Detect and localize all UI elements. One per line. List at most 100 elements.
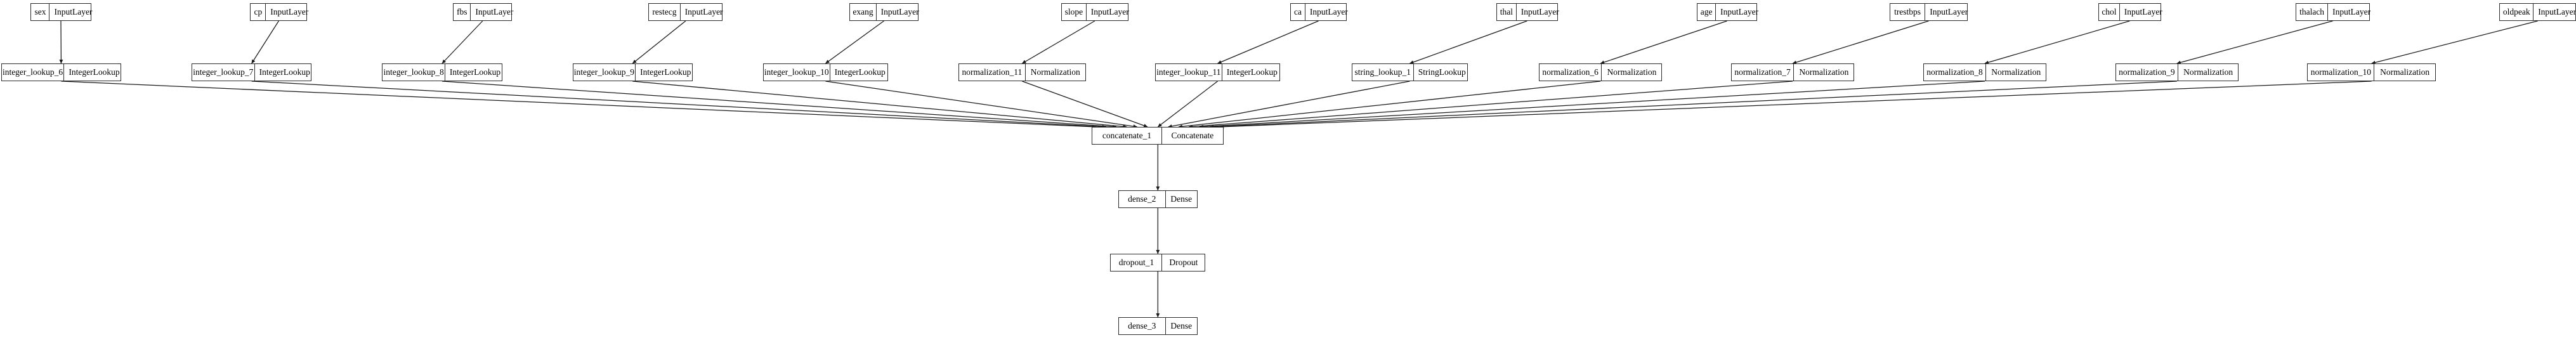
edge-normalization_8-to-concatenate_1	[1199, 81, 1985, 129]
node-name-label: chol	[2099, 4, 2120, 20]
node-name-label: fbs	[454, 4, 471, 20]
node-name-label: integer_lookup_8	[382, 64, 445, 81]
node-class-label: IntegerLookup	[69, 67, 120, 77]
edge-normalization_10-to-concatenate_1	[1219, 81, 2372, 129]
edge-cp-to-integer_lookup_7	[251, 20, 279, 64]
node-class-label: InputLayer	[270, 7, 309, 17]
node-string_lookup_1: string_lookup_1 StringLookup	[1351, 63, 1468, 81]
node-class-label: InputLayer	[1090, 7, 1129, 17]
node-chol: chol InputLayer	[2098, 3, 2162, 21]
edge-normalization_6-to-concatenate_1	[1178, 81, 1601, 129]
node-class-label: Normalization	[2380, 67, 2430, 77]
node-normalization_7: normalization_7 Normalization	[1730, 63, 1855, 81]
edge-integer_lookup_7-to-concatenate_1	[251, 81, 1107, 129]
edge-normalization_7-to-concatenate_1	[1188, 81, 1793, 129]
node-fbs: fbs InputLayer	[453, 3, 513, 21]
node-class-label: InputLayer	[2538, 7, 2576, 17]
node-class-label: InputLayer	[1720, 7, 1759, 17]
node-class-label: Normalization	[1799, 67, 1849, 77]
node-name-label: integer_lookup_11	[1156, 64, 1222, 81]
node-class-label: InputLayer	[2124, 7, 2162, 17]
edge-restecg-to-integer_lookup_9	[632, 20, 686, 64]
edge-thal-to-string_lookup_1	[1409, 20, 1527, 64]
node-integer_lookup_8: integer_lookup_8 IntegerLookup	[382, 63, 502, 81]
node-class-label: InputLayer	[475, 7, 514, 17]
node-name-label: normalization_11	[959, 64, 1026, 81]
node-name-label: slope	[1062, 4, 1087, 20]
node-class-label: Concatenate	[1171, 131, 1214, 141]
node-name-label: normalization_7	[1732, 64, 1795, 81]
node-name-label: trestbps	[1890, 4, 1926, 20]
edge-oldpeak-to-normalization_10	[2371, 20, 2538, 65]
node-normalization_9: normalization_9 Normalization	[2115, 63, 2239, 81]
edge-normalization_9-to-concatenate_1	[1209, 81, 2177, 129]
node-name-label: cp	[251, 4, 266, 20]
edge-trestbps-to-normalization_7	[1792, 20, 1929, 64]
node-name-label: normalization_6	[1540, 64, 1602, 81]
edge-integer_lookup_8-to-concatenate_1	[441, 81, 1117, 129]
node-class-label: InputLayer	[1930, 7, 1968, 17]
node-normalization_11: normalization_11 Normalization	[958, 63, 1086, 81]
node-normalization_6: normalization_6 Normalization	[1538, 63, 1663, 81]
node-class-label: InputLayer	[684, 7, 723, 17]
node-class-label: InputLayer	[1309, 7, 1348, 17]
node-dropout_1: dropout_1 Dropout	[1110, 254, 1206, 272]
node-normalization_10: normalization_10 Normalization	[2307, 63, 2436, 81]
node-class-label: Normalization	[1030, 67, 1080, 77]
node-name-label: thal	[1497, 4, 1517, 20]
node-name-label: normalization_9	[2116, 64, 2179, 81]
node-class-label: Dense	[1170, 321, 1193, 331]
node-name-label: dense_3	[1119, 318, 1166, 334]
node-age: age InputLayer	[1697, 3, 1758, 21]
edge-normalization_11-to-concatenate_1	[1022, 81, 1148, 128]
node-name-label: concatenate_1	[1092, 128, 1162, 144]
node-class-label: IntegerLookup	[449, 67, 501, 77]
node-name-label: dense_2	[1119, 191, 1166, 207]
edge-integer_lookup_6-to-concatenate_1	[61, 81, 1096, 129]
edge-thalach-to-normalization_9	[2176, 20, 2333, 65]
node-class-label: Dense	[1170, 194, 1193, 204]
edge-integer_lookup_11-to-concatenate_1	[1157, 81, 1218, 128]
node-class-label: StringLookup	[1418, 67, 1466, 77]
node-sex: sex InputLayer	[30, 3, 92, 21]
node-name-label: exang	[850, 4, 877, 20]
node-class-label: Normalization	[1607, 67, 1657, 77]
edge-integer_lookup_10-to-concatenate_1	[825, 81, 1138, 128]
node-cp: cp InputLayer	[250, 3, 308, 21]
node-dense_3: dense_3 Dense	[1118, 317, 1198, 335]
node-name-label: sex	[31, 4, 50, 20]
node-name-label: age	[1697, 4, 1716, 20]
edge-chol-to-normalization_8	[1984, 20, 2130, 65]
node-trestbps: trestbps InputLayer	[1889, 3, 1968, 21]
edge-integer_lookup_9-to-concatenate_1	[632, 81, 1127, 129]
node-name-label: integer_lookup_6	[2, 64, 65, 81]
node-class-label: InputLayer	[54, 7, 93, 17]
edge-fbs-to-integer_lookup_8	[441, 20, 483, 64]
node-name-label: thalach	[2296, 4, 2329, 20]
node-integer_lookup_6: integer_lookup_6 IntegerLookup	[1, 63, 122, 81]
edge-ca-to-integer_lookup_11	[1217, 20, 1319, 64]
node-name-label: integer_lookup_7	[192, 64, 255, 81]
edge-slope-to-normalization_11	[1021, 20, 1095, 64]
node-class-label: IntegerLookup	[834, 67, 886, 77]
node-name-label: dropout_1	[1111, 254, 1163, 271]
node-class-label: Normalization	[1991, 67, 2041, 77]
node-name-label: string_lookup_1	[1352, 64, 1414, 81]
node-class-label: Normalization	[2183, 67, 2233, 77]
node-name-label: integer_lookup_9	[573, 64, 636, 81]
node-dense_2: dense_2 Dense	[1118, 190, 1198, 208]
node-name-label: ca	[1291, 4, 1305, 20]
node-class-label: Dropout	[1169, 258, 1198, 268]
node-class-label: IntegerLookup	[259, 67, 310, 77]
node-concatenate_1: concatenate_1 Concatenate	[1092, 127, 1224, 145]
node-name-label: normalization_10	[2308, 64, 2375, 81]
